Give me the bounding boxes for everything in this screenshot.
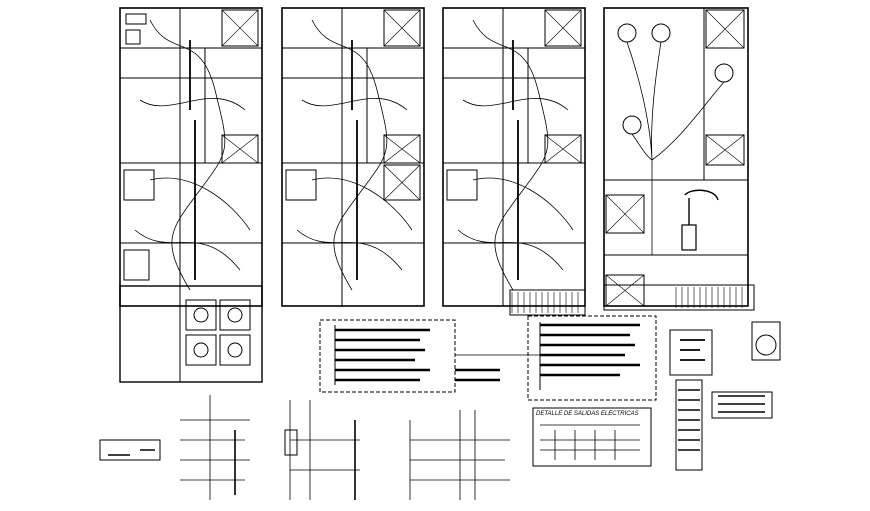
unifilar-diagram-right — [455, 315, 657, 401]
unifilar-diagram-left — [319, 319, 540, 393]
ground-detail — [669, 321, 781, 471]
detail-salidas-electricas: DETALLE DE SALIDAS ELECTRICAS — [532, 407, 652, 467]
floor-plan-1 — [119, 7, 263, 383]
floor-plan-2 — [281, 7, 425, 307]
roof-plan — [603, 7, 755, 311]
detail-title: DETALLE DE SALIDAS ELECTRICAS — [536, 411, 639, 417]
riser-diagrams — [99, 395, 510, 500]
floor-plan-3 — [442, 7, 586, 316]
